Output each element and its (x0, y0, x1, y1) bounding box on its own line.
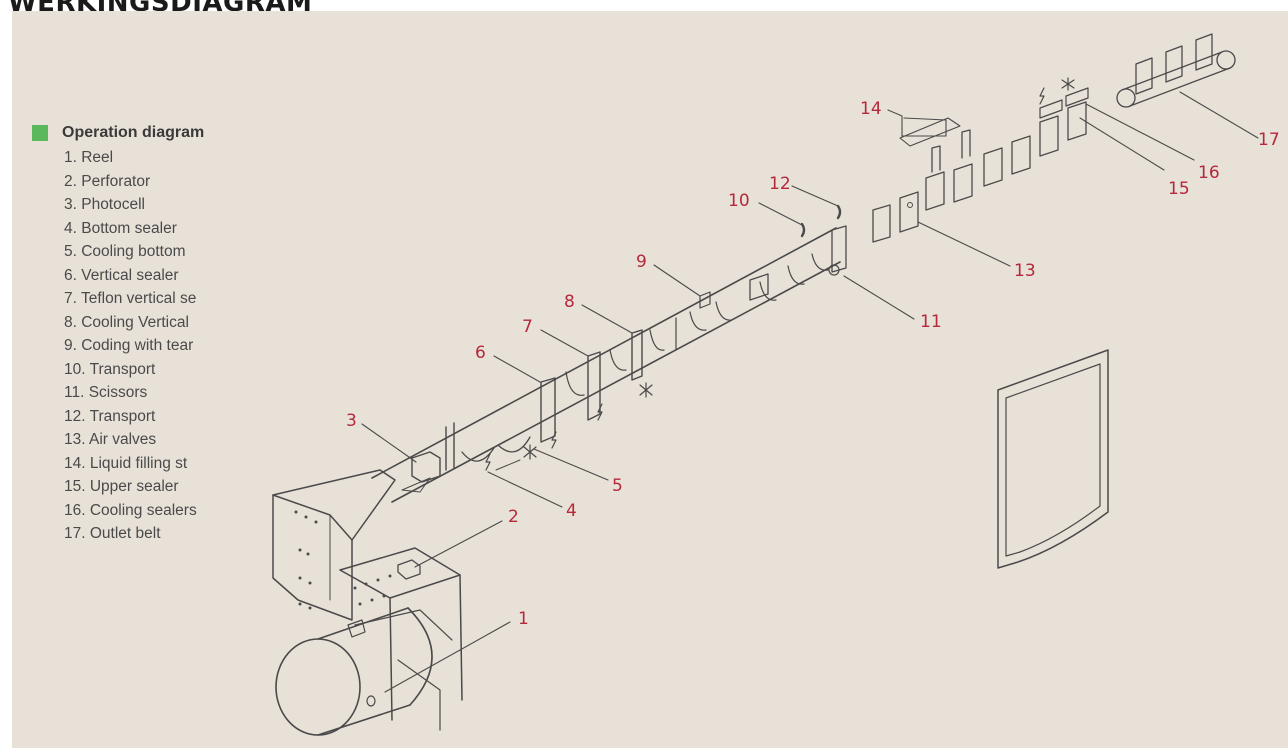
legend-items: 1. Reel 2. Perforator 3. Photocell 4. Bo… (32, 146, 234, 546)
callouts: 1 2 3 4 5 6 7 8 9 10 11 12 13 14 15 16 1… (346, 99, 1280, 629)
callout-7: 7 (522, 317, 533, 337)
leader-lines (361, 91, 1259, 693)
legend-item: 3. Photocell (64, 196, 145, 213)
legend-item: 4. Bottom sealer (64, 219, 177, 237)
callout-2: 2 (508, 507, 519, 527)
callout-1: 1 (518, 609, 529, 629)
legend-item: 17. Outlet belt (64, 525, 161, 542)
legend-item: 2. Perforator (64, 172, 151, 190)
callout-15: 15 (1168, 179, 1190, 199)
legend-item: 16. Cooling sealers (64, 501, 197, 519)
callout-8: 8 (564, 292, 575, 312)
callout-16: 16 (1198, 163, 1220, 183)
forming-line-drawing (371, 204, 847, 503)
callout-14: 14 (860, 99, 882, 119)
callout-4: 4 (566, 501, 577, 521)
legend-item: 10. Transport (64, 360, 156, 378)
callout-11: 11 (920, 312, 942, 332)
legend-item: 1. Reel (64, 149, 114, 166)
reel-frame-drawing (272, 469, 463, 736)
callout-3: 3 (346, 411, 357, 431)
legend-item: 7. Teflon vertical se (64, 290, 197, 307)
legend-item: 14. Liquid filling st (64, 454, 188, 472)
legend-item: 9. Coding with tear (64, 337, 194, 354)
legend-item: 15. Upper sealer (64, 478, 179, 495)
callout-12: 12 (769, 174, 791, 194)
legend-item: 5. Cooling bottom (64, 243, 186, 260)
legend-item: 12. Transport (64, 407, 156, 425)
callout-17: 17 (1258, 130, 1280, 150)
callout-10: 10 (728, 191, 750, 211)
finished-pouch-drawing (997, 349, 1109, 569)
legend-title-text: Operation diagram (62, 124, 205, 141)
legend-item: 11. Scissors (64, 384, 148, 401)
callout-9: 9 (636, 252, 647, 272)
legend-item: 13. Air valves (64, 431, 157, 448)
callout-13: 13 (1014, 261, 1036, 281)
diagram-panel: Operation diagram 1. Reel 2. Perforator … (12, 11, 1288, 748)
callout-6: 6 (475, 343, 486, 363)
legend-item: 6. Vertical sealer (64, 266, 179, 284)
pouch-station-drawing (872, 77, 1089, 243)
outlet-belt-drawing (1116, 33, 1236, 108)
legend-swatch (32, 125, 48, 141)
callout-5: 5 (612, 476, 623, 496)
legend-title: Operation diagram (32, 122, 234, 144)
machine-line-diagram: 1 2 3 4 5 6 7 8 9 10 11 12 13 14 15 16 1… (272, 33, 1280, 736)
legend: Operation diagram 1. Reel 2. Perforator … (32, 122, 234, 546)
legend-item: 8. Cooling Vertical (64, 313, 189, 331)
